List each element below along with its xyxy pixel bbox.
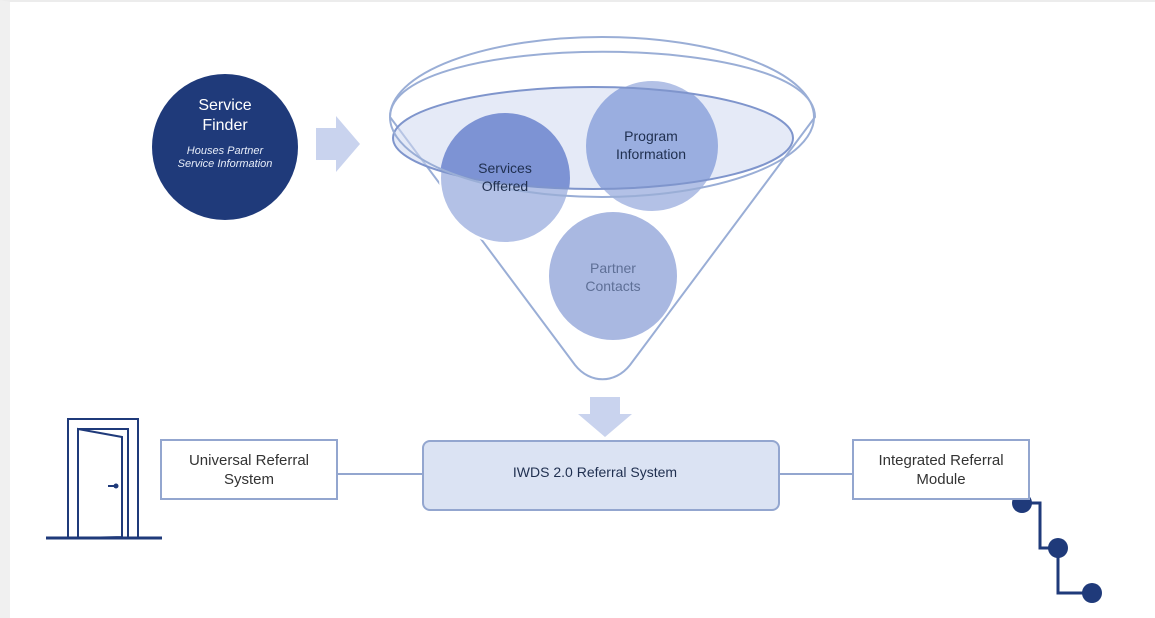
universal-referral-box: Universal Referral System	[160, 439, 338, 500]
connector-path-icon	[1012, 493, 1102, 603]
partner-contacts-label: Partner Contacts	[585, 260, 641, 294]
service-finder-subtitle: Houses Partner Service Information	[177, 145, 273, 170]
services-offered-label: Services Offered	[478, 160, 532, 194]
service-finder-title: Service Finder	[198, 97, 252, 134]
door-icon	[46, 418, 162, 540]
iwds-referral-label: IWDS 2.0 Referral System	[512, 464, 678, 480]
program-information-label: Program Information	[615, 128, 687, 162]
partner-contacts-bubble	[547, 210, 679, 342]
right-arrow-icon	[316, 116, 360, 172]
integrated-referral-label: Integrated Referral Module	[878, 451, 1004, 488]
integrated-referral-box: Integrated Referral Module	[852, 439, 1030, 500]
down-arrow-icon	[578, 397, 632, 437]
service-finder-circle	[152, 74, 298, 220]
iwds-referral-box	[422, 440, 780, 511]
funnel-rim	[389, 36, 815, 198]
universal-referral-label: Universal Referral System	[188, 451, 310, 488]
funnel-inner-ellipse	[392, 86, 794, 190]
